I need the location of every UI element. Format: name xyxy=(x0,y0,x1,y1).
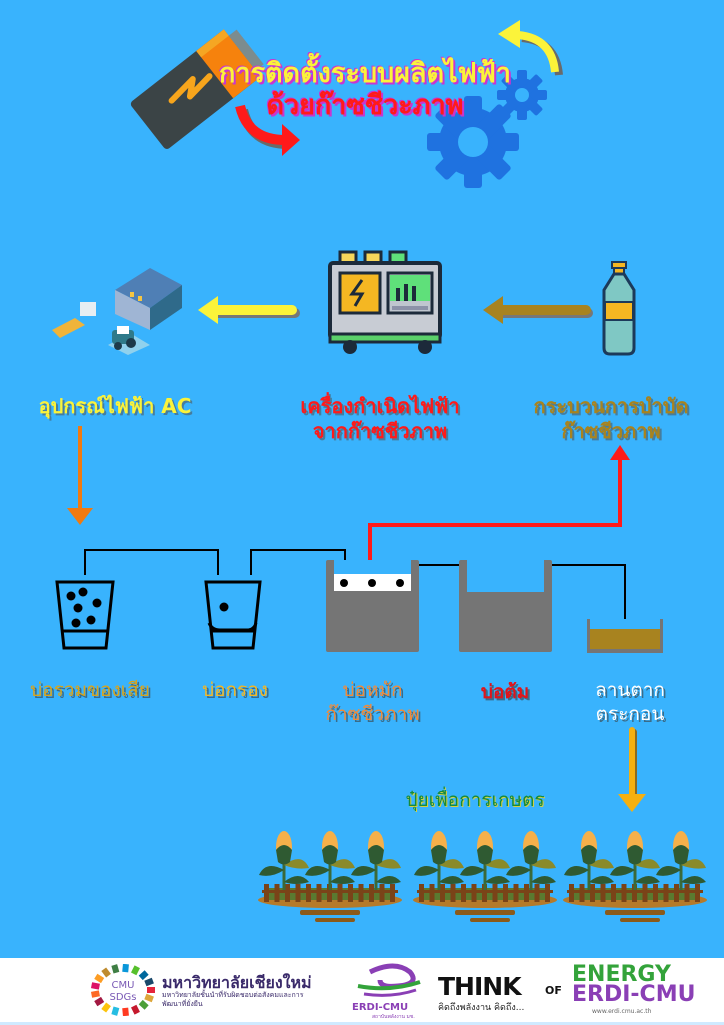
corn-field-icon xyxy=(413,831,557,922)
pond-label-drying-line1: ลานตาก xyxy=(595,679,665,701)
footer: CMU SDGs มหาวิทยาลัยเชียงใหม่ มหาวิทยาลั… xyxy=(0,958,724,1025)
pond-label-boiling-text: บ่อต้ม xyxy=(480,681,530,703)
sdg-segment xyxy=(111,964,120,974)
appliance-label-text: อุปกรณ์ไฟฟ้า AC xyxy=(38,394,192,418)
erdi-cmu-text: ERDI-CMU xyxy=(572,982,696,1007)
gas-bottle-icon xyxy=(602,261,636,356)
fertilizer-label-text: ปุ๋ยเพื่อการเกษตร xyxy=(405,789,545,811)
sdg-segment xyxy=(144,993,154,1003)
website-url: www.erdi.cmu.ac.th xyxy=(592,1008,652,1015)
pond-label-digester-line2: ก๊าซชีวภาพ xyxy=(325,703,420,725)
sdg-segment xyxy=(101,1002,111,1013)
pond-label-digester: บ่อหมัก ก๊าซชีวภาพ xyxy=(300,678,445,726)
arrow-down-gold-icon xyxy=(618,727,646,812)
top-row-diagram xyxy=(52,250,636,356)
title-line-2: ด้วยก๊าซชีวะภาพ xyxy=(266,90,464,121)
pond-label-waste: บ่อรวมของเสีย xyxy=(10,678,170,702)
filter-pond-icon xyxy=(204,580,262,650)
university-tagline: มหาวิทยาลัยชั้นนำที่รับผิดชอบต่อสังคมและ… xyxy=(162,991,304,1008)
arrow-down-orange-icon xyxy=(67,426,93,525)
sdg-segment xyxy=(122,964,129,973)
sdg-segment xyxy=(131,1004,140,1015)
sdg-segment xyxy=(101,967,111,978)
arrow-left-yellow-icon xyxy=(198,296,300,324)
generator-icon xyxy=(328,250,442,354)
sdg-segment xyxy=(94,973,105,984)
pond-label-boiling: บ่อต้ม xyxy=(455,680,555,704)
sdg-segment xyxy=(138,970,149,981)
small-gear-icon xyxy=(497,70,547,120)
appliance-label: อุปกรณ์ไฟฟ้า AC xyxy=(10,394,220,419)
title-line-1: การติดตั้งระบบผลิตไฟฟ้า xyxy=(219,58,511,89)
sdg-segment xyxy=(90,982,100,990)
pond-label-filter-text: บ่อกรอง xyxy=(202,679,268,701)
pond-label-waste-text: บ่อรวมของเสีย xyxy=(30,679,150,701)
arrow-up-red-icon xyxy=(368,445,630,587)
large-gear-icon xyxy=(427,96,519,188)
yellow-curved-arrow-icon xyxy=(498,20,563,76)
sdg-segment xyxy=(122,1007,129,1016)
sdg-segment xyxy=(90,990,100,998)
waste-collection-pond-icon xyxy=(55,580,115,650)
cmu-sdgs-logo: CMU SDGs xyxy=(90,964,155,1016)
treatment-label-line1: กระบวนการบำบัด xyxy=(533,394,689,418)
process-diagram xyxy=(55,426,663,653)
pond-label-drying-line2: ตระกอน xyxy=(595,703,665,725)
sludge-drying-bed-icon xyxy=(587,619,663,653)
boiling-pond-icon xyxy=(459,560,552,652)
generator-label-line1: เครื่องกำเนิดไฟฟ้า xyxy=(300,394,460,418)
biogas-digester-pond-icon xyxy=(326,560,419,652)
generator-label-line2: จากก๊าซชีวภาพ xyxy=(312,419,448,443)
erdi-cmu-logo xyxy=(357,963,421,997)
think-subtext: คิดถึงพลังงาน คิดถึง... xyxy=(438,1003,525,1013)
arrow-left-brown-icon xyxy=(483,296,593,324)
pond-label-digester-line1: บ่อหมัก xyxy=(342,679,403,701)
university-name: มหาวิทยาลัยเชียงใหม่ xyxy=(162,973,312,992)
header-illustration xyxy=(130,20,563,188)
of-text: OF xyxy=(545,984,562,997)
treatment-label: กระบวนการบำบัด ก๊าซชีวภาพ xyxy=(500,394,722,444)
erdi-logo-text: ERDI-CMU xyxy=(352,1002,409,1013)
sdg-segment xyxy=(144,977,154,987)
sdg-segment xyxy=(131,965,140,976)
generator-label: เครื่องกำเนิดไฟฟ้า จากก๊าซชีวภาพ xyxy=(270,394,490,444)
cmu-badge-line1: CMU xyxy=(112,980,135,991)
think-text: THINK xyxy=(438,972,522,1001)
pond-label-drying: ลานตาก ตระกอน xyxy=(570,678,690,726)
sdg-segment xyxy=(147,987,155,993)
sdg-segment xyxy=(94,996,105,1007)
crops-diagram xyxy=(258,727,707,922)
erdi-logo-sub: สถาบันพลังงาน มช. xyxy=(372,1014,415,1020)
energy-text: ENERGY xyxy=(572,962,671,987)
pond-label-filter: บ่อกรอง xyxy=(180,678,290,702)
battery-icon xyxy=(130,29,264,149)
corn-field-icon xyxy=(563,831,707,922)
treatment-label-line2: ก๊าซชีวภาพ xyxy=(561,419,661,443)
cmu-badge-line2: SDGs xyxy=(109,992,136,1003)
corn-field-icon xyxy=(258,831,402,922)
sdg-segment xyxy=(138,999,149,1010)
fertilizer-label: ปุ๋ยเพื่อการเกษตร xyxy=(380,788,570,812)
farm-icon xyxy=(52,268,182,355)
red-curved-arrow-icon xyxy=(235,104,300,156)
sdg-segment xyxy=(111,1006,120,1016)
